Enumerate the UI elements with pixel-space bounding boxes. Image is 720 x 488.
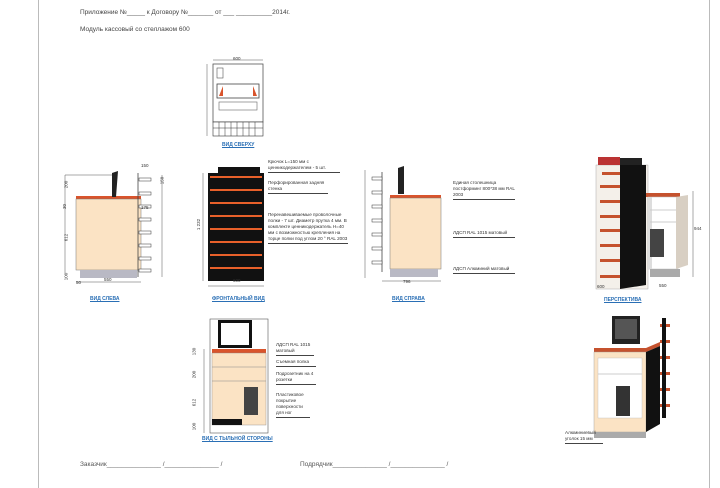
dim-label: 600	[597, 284, 605, 289]
dim-label: 130	[191, 347, 197, 356]
caption-left-view[interactable]: ВИД СЛЕВА	[90, 296, 120, 302]
caption-back-view[interactable]: ВИД С ТЫЛЬНОЙ СТОРОНЫ	[202, 436, 273, 442]
dim-label: 796	[403, 279, 411, 284]
page-border	[38, 0, 710, 488]
document-header-line: Приложение №_____ к Договору №_______ от…	[80, 9, 290, 16]
dim-label: 1 232	[196, 218, 202, 231]
perspective-back-drawing	[593, 316, 670, 438]
note-body-material: ЛДСП RAL 1015 матовый	[453, 230, 515, 238]
note-perforated-wall: Перфорированная задняя стенка	[268, 180, 328, 194]
document-subtitle: Модуль кассовый со стеллажом 600	[80, 26, 190, 33]
contractor-signature-line: Подрядчик_______________ /______________…	[300, 461, 449, 468]
dim-label: 550	[104, 277, 112, 282]
note-hooks: Крючок L=150 мм с ценникодержателем - 5 …	[268, 159, 340, 173]
note-aluminium-corner: Алюминиевый уголок 15 мм	[565, 430, 603, 444]
dim-label: 200	[191, 370, 197, 379]
dim-label: 944	[694, 226, 702, 231]
caption-right-view[interactable]: ВИД СПРАВА	[392, 296, 425, 302]
dim-label: 612	[191, 398, 197, 407]
front-height-dimension	[364, 170, 366, 278]
dim-label: 150	[141, 163, 149, 168]
dim-label: 612	[63, 233, 69, 242]
dim-label: 100	[63, 272, 69, 281]
dim-label: 175	[141, 205, 149, 210]
top-view-drawing	[206, 59, 264, 137]
note-foot-cover: Пластиковое покрытие поверхности для ног	[276, 392, 310, 418]
note-wire-shelves: Перенавешиваемые проволочные полки - 7 ш…	[268, 212, 348, 244]
caption-perspective[interactable]: ПЕРСПЕКТИВА	[604, 297, 642, 303]
customer-signature-line: Заказчик_______________ /_______________…	[80, 461, 223, 468]
front-view-drawing	[202, 167, 264, 287]
right-view-drawing	[371, 166, 442, 282]
note-removable-shelf: Съемная полка	[276, 359, 316, 367]
dim-label: 50	[76, 280, 82, 285]
dim-label: 600	[233, 56, 241, 61]
caption-front-view[interactable]: ФРОНТАЛЬНЫЙ ВИД	[212, 296, 265, 302]
dim-label: 550	[659, 283, 667, 288]
note-worktop: Единая столешница постформинг 800*38 мм …	[453, 180, 515, 200]
left-view-drawing	[64, 171, 163, 283]
note-plinth-material: ЛДСП Алюминий матовый	[453, 266, 515, 274]
back-view-drawing	[203, 318, 269, 434]
dim-label: 100	[191, 422, 197, 431]
dim-label: 30	[62, 203, 68, 210]
perspective-drawing	[595, 157, 694, 290]
note-back-material: ЛДСП RAL 1015 матовый	[276, 342, 314, 356]
caption-top-view[interactable]: ВИД СВЕРХУ	[222, 142, 255, 148]
dim-label: 200	[63, 180, 69, 189]
note-socket-box: Подрозетник на 4 розетки	[276, 371, 316, 385]
dim-label: 600	[233, 278, 241, 283]
dim-label: 150	[159, 176, 165, 185]
